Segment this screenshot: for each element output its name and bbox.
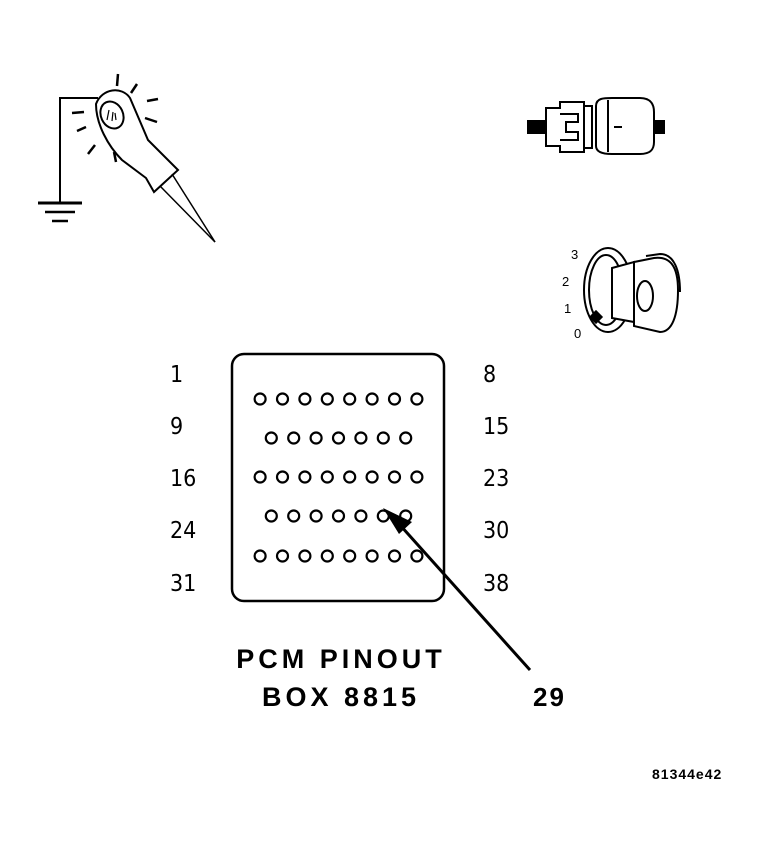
pin-hole	[298, 392, 312, 406]
pin-hole	[365, 470, 379, 484]
row-label-right: 38	[483, 571, 509, 597]
diagram-title-line1: PCM PINOUT	[236, 644, 446, 674]
pin-hole	[410, 549, 424, 563]
pin-hole	[309, 431, 323, 445]
pin-hole	[275, 549, 290, 563]
pin-hole	[253, 392, 267, 406]
diagram-title-line2: BOX 8815	[262, 682, 420, 712]
pin-hole	[343, 549, 357, 563]
pin-hole	[387, 470, 402, 484]
pin-hole	[275, 470, 290, 484]
pin-hole	[410, 392, 424, 406]
pin-hole	[354, 509, 368, 523]
ignition-key-icon: 3 2 1 0	[562, 247, 681, 341]
pin-hole	[387, 392, 402, 406]
pin-hole	[376, 431, 390, 445]
pin-hole	[410, 470, 424, 484]
pin-hole	[320, 549, 334, 563]
pin-hole	[399, 431, 413, 445]
callout-label: 29	[533, 682, 566, 712]
pin-hole	[354, 431, 368, 445]
pin-hole	[331, 509, 346, 523]
row-label-left: 24	[170, 518, 196, 544]
row-label-right: 30	[483, 518, 509, 544]
connector-icon	[527, 97, 665, 155]
pin-hole	[365, 392, 379, 406]
row-label-left: 16	[170, 466, 196, 492]
row-label-left: 1	[170, 362, 183, 388]
pin-hole	[343, 392, 357, 406]
pin-hole	[309, 509, 323, 523]
pin-hole	[253, 549, 267, 563]
pin-hole	[298, 549, 312, 563]
row-label-right: 23	[483, 466, 509, 492]
pin-hole	[320, 392, 334, 406]
row-label-right: 8	[483, 362, 496, 388]
key-position-1: 1	[564, 301, 571, 316]
pin-hole	[365, 549, 379, 563]
test-light-icon	[38, 73, 216, 243]
callout-arrow	[383, 508, 532, 672]
key-position-2: 2	[562, 274, 569, 289]
pin-hole	[287, 509, 301, 523]
pin-hole	[331, 431, 346, 445]
key-position-3: 3	[571, 247, 578, 262]
pin-hole	[387, 549, 402, 563]
pin-hole	[320, 470, 334, 484]
pin-hole	[253, 470, 267, 484]
left-row-labels: 1 9 16 24 31	[170, 362, 196, 597]
row-label-right: 15	[483, 414, 509, 440]
pin-hole	[275, 392, 290, 406]
row-label-left: 31	[170, 571, 196, 597]
pin-hole	[264, 431, 278, 445]
row-label-left: 9	[170, 414, 183, 440]
connector-pins	[253, 392, 424, 563]
connector-outline	[230, 352, 446, 603]
figure-id: 81344e42	[652, 766, 722, 782]
pin-hole	[298, 470, 312, 484]
pin-hole	[343, 470, 357, 484]
ground-icon	[38, 201, 82, 223]
key-position-0: 0	[574, 326, 581, 341]
pin-hole	[264, 509, 278, 523]
right-row-labels: 8 15 23 30 38	[483, 362, 509, 597]
pin-hole	[287, 431, 301, 445]
